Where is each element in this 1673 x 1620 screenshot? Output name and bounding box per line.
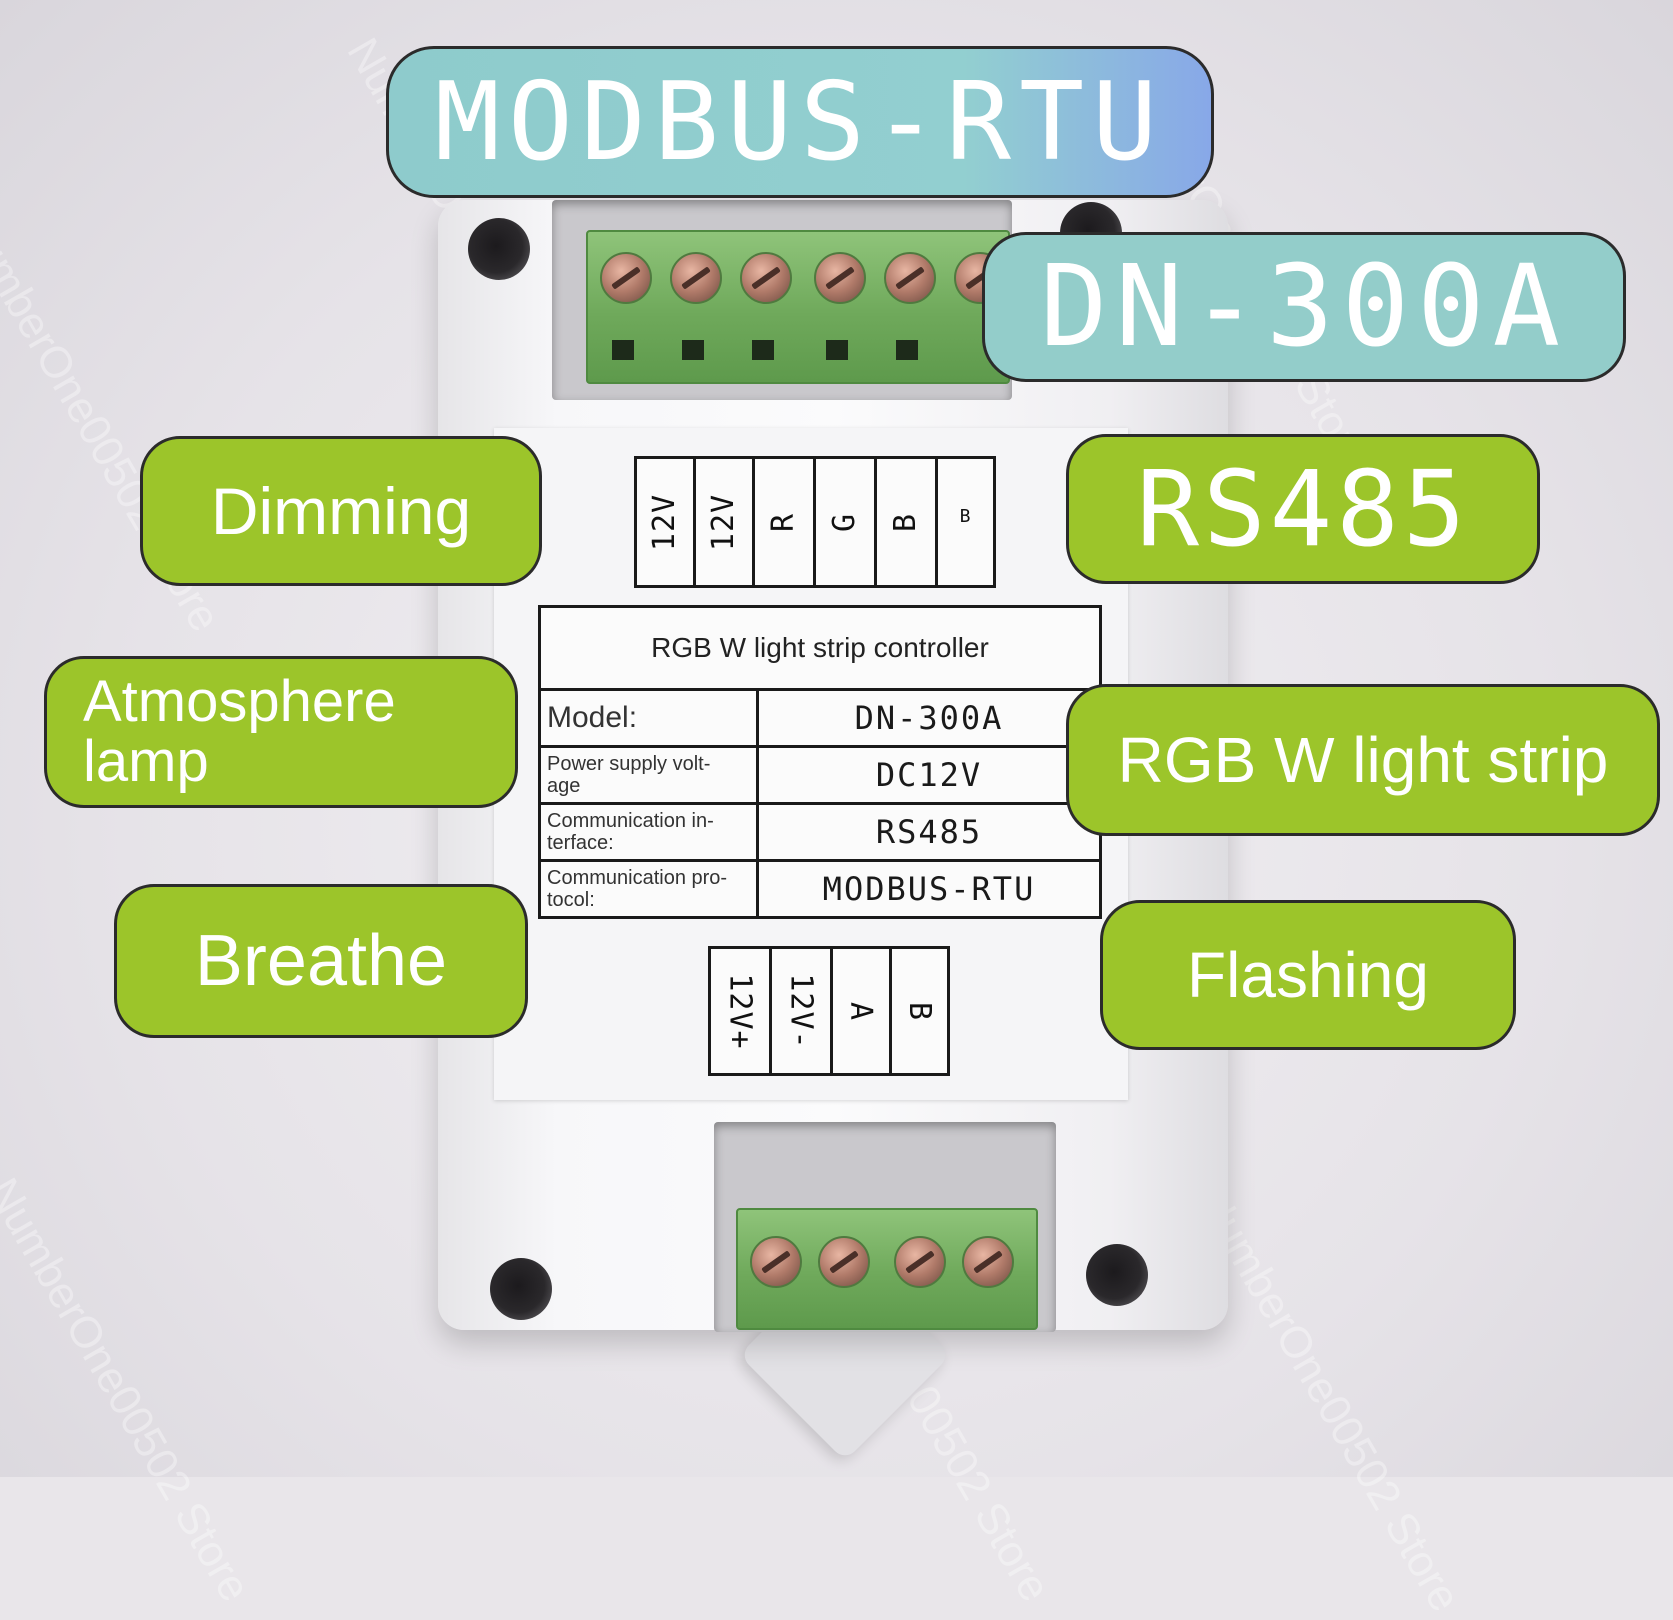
spec-table: RGB W light strip controller Model: DN-3…: [538, 605, 1102, 919]
terminal-screw: [740, 252, 792, 304]
callout-dimming: Dimming: [140, 436, 542, 586]
callout-flashing: Flashing: [1100, 900, 1516, 1050]
spec-label: Communication in- terface:: [541, 805, 759, 859]
callout-breathe: Breathe: [114, 884, 528, 1038]
terminal-slot: [612, 340, 634, 360]
product-photo: NumberOne00502 Store NumberOne00502 Stor…: [0, 0, 1673, 1477]
pin-label: R: [766, 512, 802, 532]
spec-table-title: RGB W light strip controller: [541, 608, 1099, 691]
terminal-screw: [750, 1236, 802, 1288]
watermark: NumberOne00502 Store: [1187, 1180, 1470, 1620]
spec-row-protocol: Communication pro- tocol: MODBUS-RTU: [541, 862, 1099, 916]
pin-label: 12V-: [783, 972, 819, 1050]
terminal-screw: [818, 1236, 870, 1288]
terminal-slot: [682, 340, 704, 360]
terminal-screw: [884, 252, 936, 304]
top-pin-labels: 12V 12V R G B B: [634, 456, 996, 588]
watermark: NumberOne00502 Store: [0, 1170, 260, 1610]
terminal-screw: [962, 1236, 1014, 1288]
pin-label: A: [843, 1001, 879, 1021]
spec-row-power: Power supply volt- age DC12V: [541, 748, 1099, 805]
pin-label: 12V+: [722, 972, 758, 1050]
mounting-hole: [468, 218, 530, 280]
pin-label: B: [959, 505, 972, 527]
pin-label: B: [888, 512, 924, 532]
terminal-slot: [826, 340, 848, 360]
bottom-pin-labels: 12V+ 12V- A B: [708, 946, 950, 1076]
spec-value: DN-300A: [854, 699, 1004, 737]
terminal-slot: [896, 340, 918, 360]
bottom-terminal-block: [736, 1208, 1038, 1330]
callout-model: DN-300A: [982, 232, 1626, 382]
terminal-screw: [600, 252, 652, 304]
callout-strip: RGB W light strip: [1066, 684, 1660, 836]
spec-label: Power supply volt- age: [541, 748, 759, 802]
terminal-slot: [752, 340, 774, 360]
spec-row-interface: Communication in- terface: RS485: [541, 805, 1099, 862]
spec-label: Communication pro- tocol:: [541, 862, 759, 916]
pin-label: 12V: [706, 493, 742, 551]
callout-atmosphere: Atmosphere lamp: [44, 656, 518, 808]
spec-value: DC12V: [875, 756, 983, 794]
pin-label: B: [902, 1001, 937, 1021]
top-terminal-block: [586, 230, 1010, 384]
terminal-screw: [670, 252, 722, 304]
pin-label: 12V: [647, 493, 683, 551]
callout-protocol: MODBUS-RTU: [386, 46, 1214, 198]
terminal-screw: [814, 252, 866, 304]
mounting-hole: [1086, 1244, 1148, 1306]
spec-value: RS485: [875, 813, 983, 851]
callout-interface: RS485: [1066, 434, 1540, 584]
spec-value: MODBUS-RTU: [822, 870, 1036, 908]
terminal-screw: [894, 1236, 946, 1288]
spec-label: Model:: [541, 691, 759, 745]
mounting-hole: [490, 1258, 552, 1320]
pin-label: G: [827, 512, 863, 532]
spec-row-model: Model: DN-300A: [541, 691, 1099, 748]
